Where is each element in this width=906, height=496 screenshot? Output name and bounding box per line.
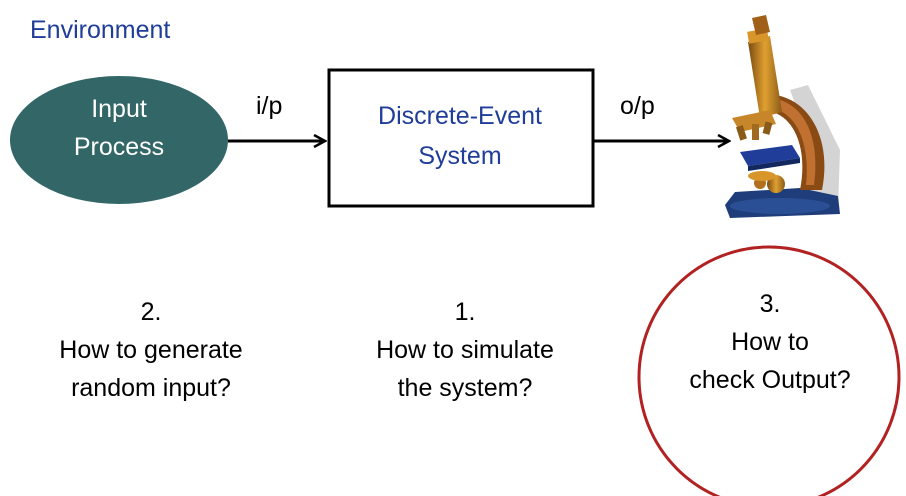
question-number: 1. (454, 298, 476, 326)
input-arrow-label: i/p (256, 92, 283, 120)
system-box (327, 68, 595, 208)
system-box-line2: System (418, 142, 502, 170)
question-check-output: 3. How to check Output? (640, 285, 900, 399)
question-line1: How to simulate (376, 336, 554, 364)
question-line2: random input? (71, 374, 231, 402)
output-arrow-label: o/p (620, 92, 655, 120)
input-process-ellipse (10, 76, 228, 204)
system-box-line1: Discrete-Event (378, 102, 542, 130)
question-line2: the system? (397, 374, 533, 402)
input-process-label: Input Process (14, 90, 224, 166)
input-process-line2: Process (73, 133, 165, 161)
microscope-icon (725, 15, 840, 218)
environment-label: Environment (30, 16, 171, 44)
question-line1: How to generate (59, 336, 243, 364)
question-line1: How to (731, 328, 809, 356)
highlight-circle (637, 245, 901, 496)
question-generate-input: 2. How to generate random input? (16, 293, 286, 407)
question-number: 3. (759, 290, 781, 318)
input-process-line1: Input (91, 95, 147, 123)
question-line2: check Output? (689, 366, 851, 394)
system-box-label: Discrete-Event System (330, 96, 590, 176)
question-number: 2. (140, 298, 162, 326)
question-simulate-system: 1. How to simulate the system? (330, 293, 600, 407)
